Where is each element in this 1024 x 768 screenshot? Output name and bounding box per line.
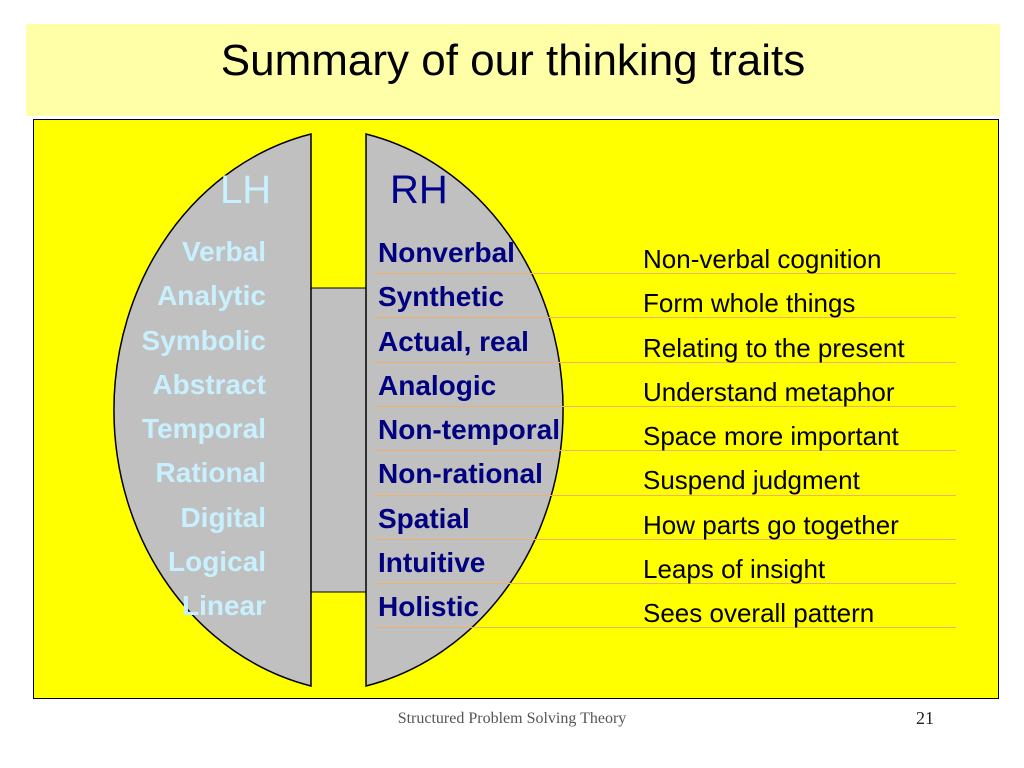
corpus-callosum-shape — [303, 287, 375, 593]
brain-diagram — [113, 133, 564, 687]
lh-trait: Verbal — [181, 236, 266, 267]
lh-trait: Abstract — [152, 368, 266, 400]
rh-description: Relating to the present — [643, 332, 905, 363]
rh-description: Space more important — [643, 421, 899, 452]
row-rule-line — [374, 583, 956, 585]
row-rule-line — [374, 273, 956, 274]
rh-description: How parts go together — [643, 509, 899, 540]
rh-description: Form whole things — [643, 288, 856, 319]
row-rule-line — [374, 538, 956, 540]
rh-trait: Intuitive — [378, 547, 486, 579]
slide-title: Summary of our thinking traits — [220, 36, 806, 85]
rh-description: Sees overall pattern — [643, 598, 875, 629]
rh-description: Leaps of insight — [643, 554, 826, 585]
row-rule-line — [374, 405, 956, 407]
rh-trait: Nonverbal — [378, 237, 515, 268]
rh-description-list: Non-verbal cognition Form whole things R… — [643, 237, 905, 636]
row-rule-line — [374, 317, 956, 319]
rh-trait-list: Nonverbal Synthetic Actual, real Analogi… — [378, 231, 560, 630]
rh-heading: RH — [390, 168, 448, 212]
lh-heading: LH — [220, 168, 272, 212]
row-rule-line — [374, 494, 956, 496]
rh-description: Understand metaphor — [643, 376, 895, 407]
rh-trait: Actual, real — [378, 325, 529, 357]
title-band: Summary of our thinking traits — [26, 24, 1000, 116]
row-rule-line — [374, 361, 956, 363]
rh-trait: Holistic — [378, 591, 480, 623]
rh-trait: Spatial — [378, 502, 470, 534]
rh-trait: Synthetic — [378, 281, 505, 313]
lh-trait: Rational — [155, 457, 266, 489]
lh-trait-list: Verbal Analytic Symbolic Abstract Tempor… — [142, 230, 266, 629]
right-hemisphere-shape — [365, 133, 564, 687]
page-number: 21 — [916, 708, 934, 728]
lh-trait: Linear — [181, 590, 266, 622]
diagram-panel: LH RH Verbal Analytic Symbolic Abstract … — [33, 119, 999, 699]
slide-footer: Structured Problem Solving Theory — [397, 710, 627, 727]
lh-trait: Digital — [180, 501, 266, 533]
rh-trait: Analogic — [378, 369, 497, 401]
lh-trait: Logical — [167, 546, 266, 578]
lh-trait: Analytic — [157, 280, 266, 312]
row-rule-line — [374, 627, 956, 629]
rh-trait: Non-temporal — [378, 414, 560, 446]
row-rule-line — [374, 450, 956, 452]
lh-trait: Temporal — [142, 413, 266, 445]
rh-description: Non-verbal cognition — [643, 244, 882, 274]
rh-trait: Non-rational — [378, 458, 543, 490]
lh-trait: Symbolic — [141, 324, 266, 356]
left-hemisphere-shape — [113, 133, 312, 687]
rh-description: Suspend judgment — [643, 465, 860, 496]
